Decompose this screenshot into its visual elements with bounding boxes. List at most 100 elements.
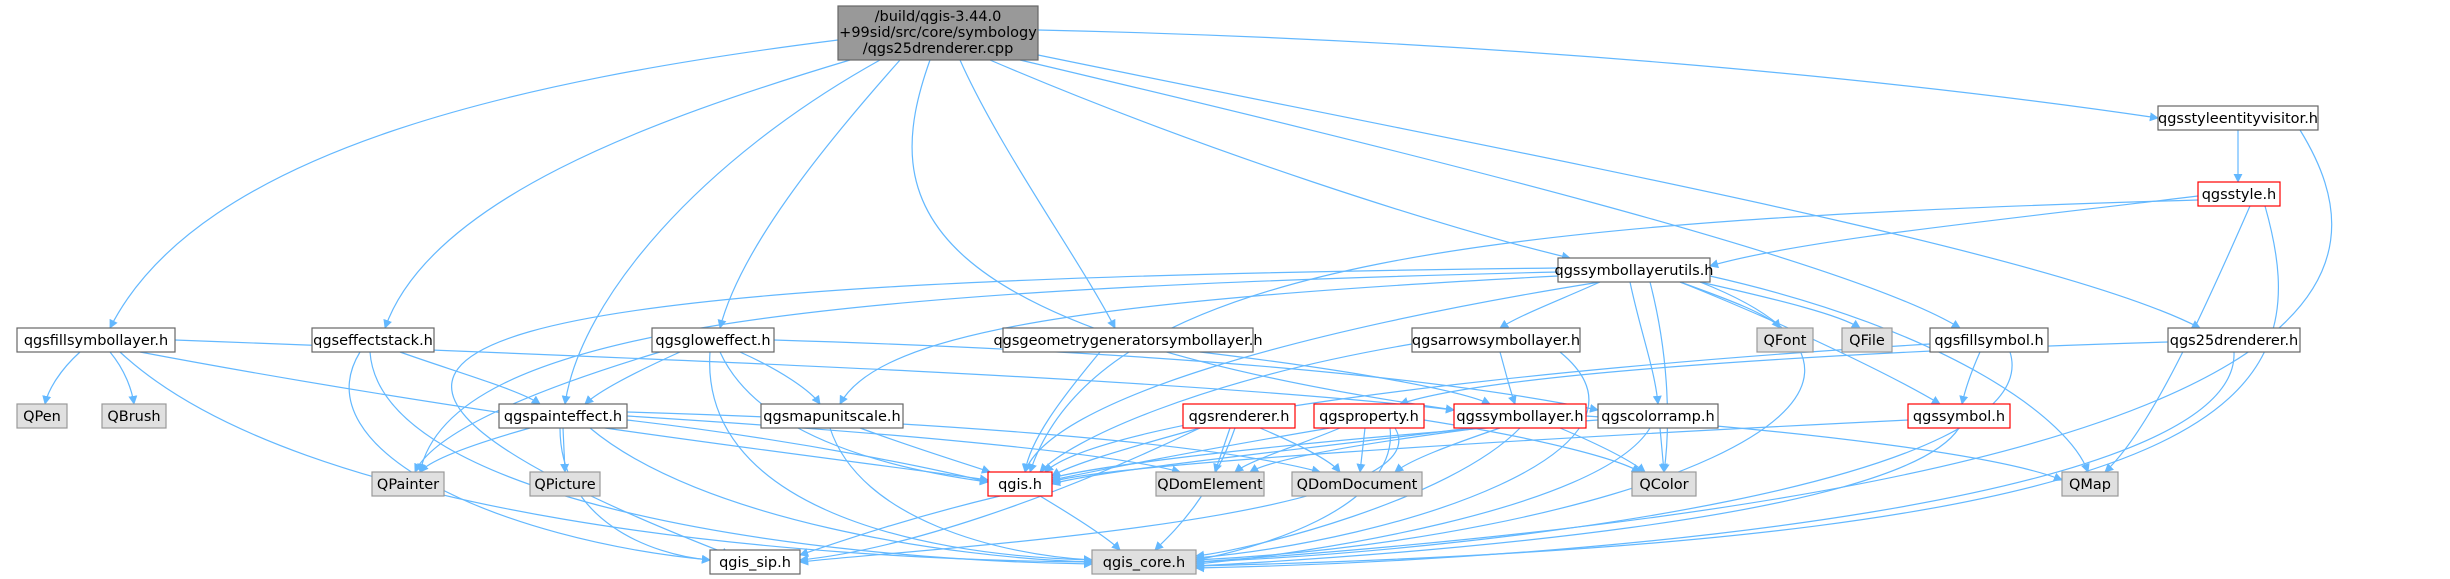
edge-fillsymbollayer-qgis [139,351,989,484]
edge-painteffect-qgis [626,419,989,485]
edge-root-symbollayerutils [989,59,1571,261]
svg-text:QFont: QFont [1764,333,1807,349]
svg-text:qgsstyleentityvisitor.h: qgsstyleentityvisitor.h [2158,111,2318,127]
node-qgsstyleentityvisitor-h[interactable]: qgsstyleentityvisitor.h [2157,105,2319,131]
edge-gloweffect-qgis [719,351,989,486]
root-line-3: /qgs25drenderer.cpp [863,41,1014,57]
node-root-qgs25drenderer-cpp[interactable]: /build/qgis-3.44.0 +99sid/src/core/symbo… [837,5,1039,61]
edge-arrowsymbollayer-qgiscore [1195,351,1590,562]
edge-property-qgis [1051,427,1331,483]
dependency-edges [42,29,2333,573]
root-line-1: /build/qgis-3.44.0 [875,9,1002,25]
svg-text:qgspainteffect.h: qgspainteffect.h [504,409,622,425]
svg-text:QDomElement: QDomElement [1157,477,1263,493]
edge-arrowsymbollayer-symbollayer [1499,351,1517,405]
node-qgsrenderer-h[interactable]: qgsrenderer.h [1182,403,1296,429]
svg-text:qgssymbollayer.h: qgssymbollayer.h [1456,409,1583,425]
edge-qgis-qgiscore [1039,495,1121,551]
node-qgspainteffect-h[interactable]: qgspainteffect.h [498,403,628,429]
edge-root-styleentityvisitor [1037,29,2159,122]
node-qgsproperty-h[interactable]: qgsproperty.h [1313,403,1425,429]
node-qgis-core-h[interactable]: qgis_core.h [1091,549,1197,575]
edge-renderer-qdomdocument [1259,427,1341,473]
node-qgssymbol-h[interactable]: qgssymbol.h [1907,403,2011,429]
edge-style-symbollayerutils [1709,195,2199,269]
edge-fillsymbollayer-qpen [42,351,81,405]
edge-geomgen-qgis [1021,351,1101,473]
edge-gloweffect-painteffect [584,351,681,405]
node-qgis-h[interactable]: qgis.h [987,471,1053,497]
edge-symbol-qgis [1051,419,1909,484]
node-qgsarrowsymbollayer-h[interactable]: qgsarrowsymbollayer.h [1411,327,1581,353]
node-qgs25drenderer-h[interactable]: qgs25drenderer.h [2167,327,2301,353]
node-qgsfillsymbollayer-h[interactable]: qgsfillsymbollayer.h [16,327,176,353]
svg-text:qgseffectstack.h: qgseffectstack.h [313,333,433,349]
edge-root-fillsymbol [1019,59,1961,329]
node-qgseffectstack-h[interactable]: qgseffectstack.h [311,327,435,353]
svg-text:qgs25drenderer.h: qgs25drenderer.h [2170,333,2299,349]
edge-gloweffect-qgiscore [709,351,1093,565]
svg-text:QBrush: QBrush [107,409,160,425]
node-qmap[interactable]: QMap [2061,471,2119,497]
edge-symbollayer-qgiscore [1195,427,1521,560]
node-qgsgloweffect-h[interactable]: qgsgloweffect.h [651,327,775,353]
edge-renderer-qgis [1051,427,1201,477]
edge-style-qgis [1028,199,2199,473]
node-qgssymbollayerutils-h[interactable]: qgssymbollayerutils.h [1555,257,1714,283]
edge-effectstack-painteffect [399,351,541,405]
edge-fillsymbol-qgis [1044,343,1931,473]
node-qfile[interactable]: QFile [1841,327,1893,353]
edge-symbollayerutils-qmap [1709,275,2090,473]
edge-style-qmap [2104,205,2251,473]
node-qpen[interactable]: QPen [16,403,68,429]
svg-text:qgsstyle.h: qgsstyle.h [2202,187,2277,203]
svg-text:qgsfillsymbollayer.h: qgsfillsymbollayer.h [24,333,168,349]
edge-gloweffect-colorramp [773,339,1599,413]
edge-style-qgiscore [1195,205,2279,571]
edge-mapunitscale-qgiscore [829,427,1093,565]
node-qdomelement[interactable]: QDomElement [1155,471,1265,497]
edge-symbollayerutils-qgis [1023,281,1601,473]
node-qgsmapunitscale-h[interactable]: qgsmapunitscale.h [760,403,904,429]
svg-text:QColor: QColor [1639,477,1688,493]
edge-symbollayer-qdomelement [1249,427,1481,473]
node-qgsstyle-h[interactable]: qgsstyle.h [2197,181,2281,207]
node-qgscolorramp-h[interactable]: qgscolorramp.h [1597,403,1719,429]
edge-symbollayerutils-qfile [1699,281,1861,329]
node-qpicture[interactable]: QPicture [529,471,601,497]
edge-symbollayer-qgis [1051,427,1471,487]
edge-symbollayerutils-qcolor [1649,281,1670,473]
node-qdomdocument[interactable]: QDomDocument [1291,471,1423,497]
svg-text:qgis_core.h: qgis_core.h [1103,555,1185,571]
svg-text:QMap: QMap [2069,477,2111,493]
edge-property-qdomdocument [1356,427,1366,473]
root-line-2: +99sid/src/core/symbology [839,25,1037,41]
node-qfont[interactable]: QFont [1756,327,1814,353]
svg-text:qgsgloweffect.h: qgsgloweffect.h [655,333,770,349]
edge-symbollayerutils-qgissip [450,267,1559,557]
node-qbrush[interactable]: QBrush [101,403,167,429]
edge-renderer-qdomelement [1213,427,1231,473]
edge-effectstack-qgiscore [369,351,1093,569]
edge-root-painteffect [561,59,881,405]
node-qcolor[interactable]: QColor [1631,471,1697,497]
node-qgsfillsymbol-h[interactable]: qgsfillsymbol.h [1929,327,2049,353]
edge-painteffect-qpainter [419,427,531,473]
edge-colorramp-qgiscore [1195,427,1651,568]
svg-text:qgsrenderer.h: qgsrenderer.h [1189,409,1290,425]
node-qgsgeometrygeneratorsymbollayer-h[interactable]: qgsgeometrygeneratorsymbollayer.h [993,327,1263,353]
edge-root-effectstack [383,59,851,329]
edge-colorramp-qcolor [1658,427,1668,473]
edge-renderer-qgissip [799,427,1201,564]
edge-root-fillsymbollayer [109,39,839,329]
edge-root-symbollayer [911,59,1455,414]
node-qgssymbollayer-h[interactable]: qgssymbollayer.h [1453,403,1587,429]
edge-mapunitscale-qgis [859,427,991,474]
node-qpainter[interactable]: QPainter [371,471,445,497]
edge-qgis-qgissip [799,495,1001,557]
node-qgis-sip-h[interactable]: qgis_sip.h [709,549,801,575]
edge-arrowsymbollayer-qgis [1039,343,1413,473]
svg-text:qgsmapunitscale.h: qgsmapunitscale.h [763,409,900,425]
edge-symbollayer-qdomdocument [1394,427,1501,473]
